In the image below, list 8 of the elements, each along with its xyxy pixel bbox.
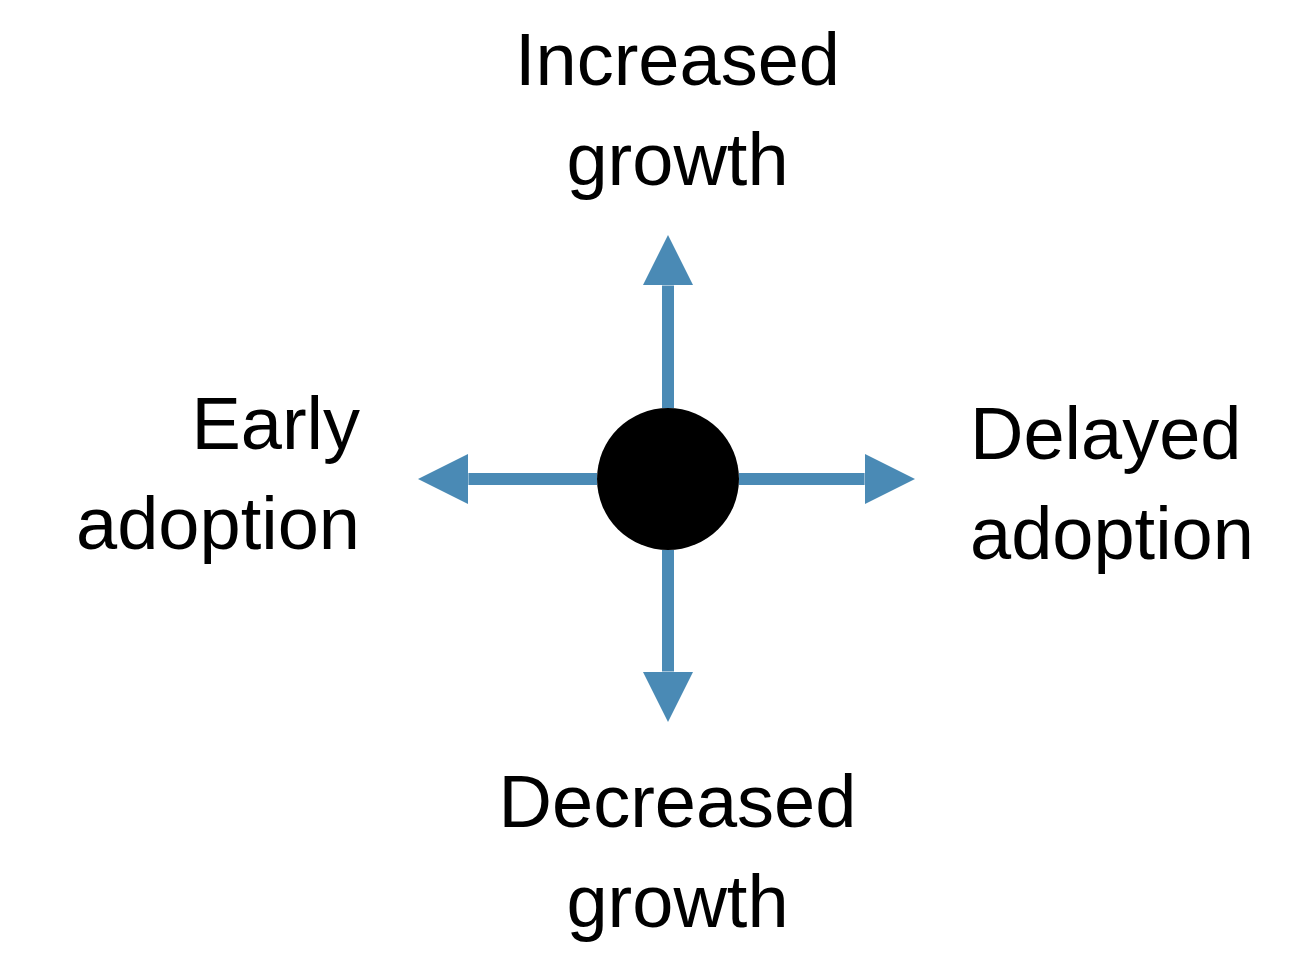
arrow	[418, 453, 597, 505]
axis-label: Early adoption	[0, 374, 418, 584]
arrow	[642, 235, 694, 408]
axis-label: Decreased growth	[400, 722, 955, 954]
arrow	[739, 453, 915, 505]
axis-label: Delayed adoption	[915, 384, 1307, 594]
arrow	[642, 550, 694, 722]
axis-label: Increased growth	[400, 10, 955, 235]
